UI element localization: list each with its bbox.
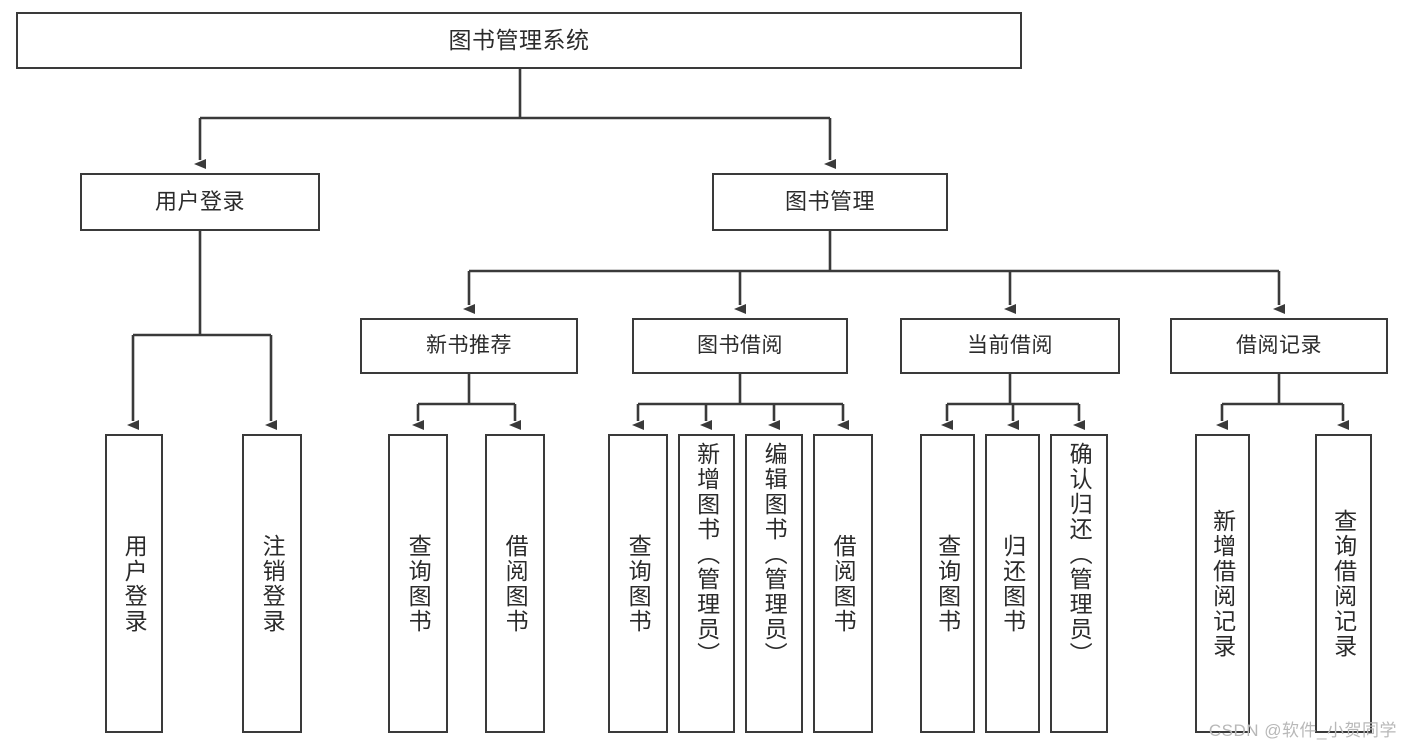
leaf-node-label: 查询图书 xyxy=(405,533,432,634)
leaf-node[interactable]: 新增图书（管理员） xyxy=(678,434,735,733)
leaf-node[interactable]: 查询图书 xyxy=(388,434,448,733)
node-new-book-recommend[interactable]: 新书推荐 xyxy=(360,318,578,374)
leaf-node-label: 编辑图书（管理员） xyxy=(761,442,788,667)
node-book-borrow-label: 图书借阅 xyxy=(697,333,783,357)
node-root-label: 图书管理系统 xyxy=(448,26,590,53)
node-borrow-record[interactable]: 借阅记录 xyxy=(1170,318,1388,374)
node-new-book-recommend-label: 新书推荐 xyxy=(426,333,512,357)
leaf-node-label: 用户登录 xyxy=(121,533,148,634)
node-book-manage-label: 图书管理 xyxy=(784,189,875,215)
leaf-node-label: 查询图书 xyxy=(934,533,961,634)
leaf-node[interactable]: 借阅图书 xyxy=(485,434,545,733)
leaf-node-label: 新增图书（管理员） xyxy=(693,442,720,667)
leaf-node[interactable]: 用户登录 xyxy=(105,434,163,733)
leaf-node[interactable]: 编辑图书（管理员） xyxy=(745,434,803,733)
watermark: CSDN @软件_小贺同学 xyxy=(1208,721,1397,740)
node-current-borrow-label: 当前借阅 xyxy=(967,333,1053,357)
leaf-node[interactable]: 新增借阅记录 xyxy=(1195,434,1250,733)
node-book-manage[interactable]: 图书管理 xyxy=(712,173,948,231)
node-current-borrow[interactable]: 当前借阅 xyxy=(900,318,1120,374)
node-user-login-label: 用户登录 xyxy=(154,189,245,215)
leaf-node-label: 注销登录 xyxy=(259,533,286,634)
leaf-node[interactable]: 确认归还（管理员） xyxy=(1050,434,1108,733)
node-book-borrow[interactable]: 图书借阅 xyxy=(632,318,848,374)
leaf-node-label: 借阅图书 xyxy=(502,533,529,634)
node-user-login[interactable]: 用户登录 xyxy=(80,173,320,231)
leaf-node[interactable]: 注销登录 xyxy=(242,434,302,733)
leaf-node-label: 查询借阅记录 xyxy=(1330,508,1357,659)
leaf-node[interactable]: 查询图书 xyxy=(920,434,975,733)
leaf-node-label: 归还图书 xyxy=(999,533,1026,634)
node-root[interactable]: 图书管理系统 xyxy=(16,12,1022,69)
leaf-node-label: 查询图书 xyxy=(625,533,652,634)
leaf-node-label: 新增借阅记录 xyxy=(1209,508,1236,659)
leaf-node[interactable]: 查询借阅记录 xyxy=(1315,434,1372,733)
leaf-node[interactable]: 借阅图书 xyxy=(813,434,873,733)
node-borrow-record-label: 借阅记录 xyxy=(1236,333,1322,357)
leaf-node[interactable]: 查询图书 xyxy=(608,434,668,733)
leaf-node-label: 借阅图书 xyxy=(830,533,857,634)
leaf-node[interactable]: 归还图书 xyxy=(985,434,1040,733)
leaf-node-label: 确认归还（管理员） xyxy=(1066,442,1093,667)
